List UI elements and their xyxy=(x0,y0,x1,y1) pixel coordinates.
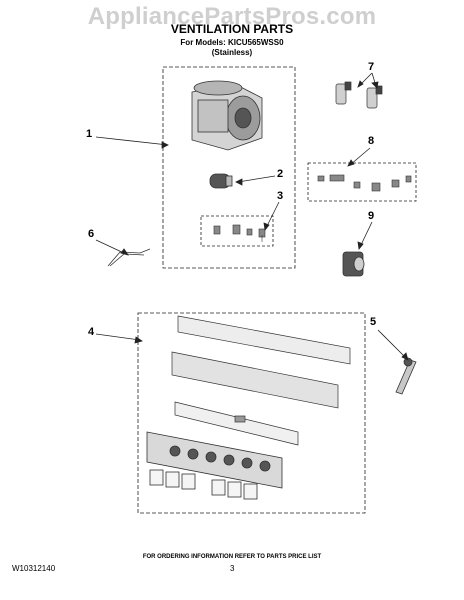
group-box-hardware xyxy=(200,215,274,247)
capacitor-part xyxy=(209,173,233,189)
blower-motor-part xyxy=(191,80,263,151)
document-id: W10312140 xyxy=(12,564,56,573)
page-title: VENTILATION PARTS xyxy=(170,22,294,36)
page-number: 3 xyxy=(230,564,235,573)
wire-jumper-part xyxy=(107,248,151,267)
control-rail xyxy=(177,315,351,365)
callout-6: 6 xyxy=(88,228,95,240)
callout-3: 3 xyxy=(277,190,284,202)
watermark: AppliancePartsPros.com xyxy=(87,3,377,30)
light-socket-part xyxy=(395,357,417,395)
group-box-controls xyxy=(137,312,366,514)
ordering-note: FOR ORDERING INFORMATION REFER TO PARTS … xyxy=(142,554,322,560)
callout-7: 7 xyxy=(368,61,375,73)
callout-1: 1 xyxy=(86,128,93,140)
finish-line: (Stainless) xyxy=(211,48,253,57)
bracket-part-7 xyxy=(335,81,383,109)
harness-part-8 xyxy=(317,174,412,192)
callout-2: 2 xyxy=(277,168,284,180)
control-board xyxy=(174,401,299,446)
group-box-part-8 xyxy=(307,162,417,202)
callout-5: 5 xyxy=(370,316,377,328)
thermal-switch-part xyxy=(342,251,365,277)
hardware-part xyxy=(213,224,266,242)
group-box-blower xyxy=(162,66,296,269)
models-line: For Models: KICU565WSS0 xyxy=(180,38,284,47)
control-buttons xyxy=(149,469,258,500)
control-frame xyxy=(171,351,339,409)
callout-8: 8 xyxy=(368,135,375,147)
callout-9: 9 xyxy=(368,210,375,222)
callout-4: 4 xyxy=(88,326,95,338)
control-housing xyxy=(146,431,283,489)
